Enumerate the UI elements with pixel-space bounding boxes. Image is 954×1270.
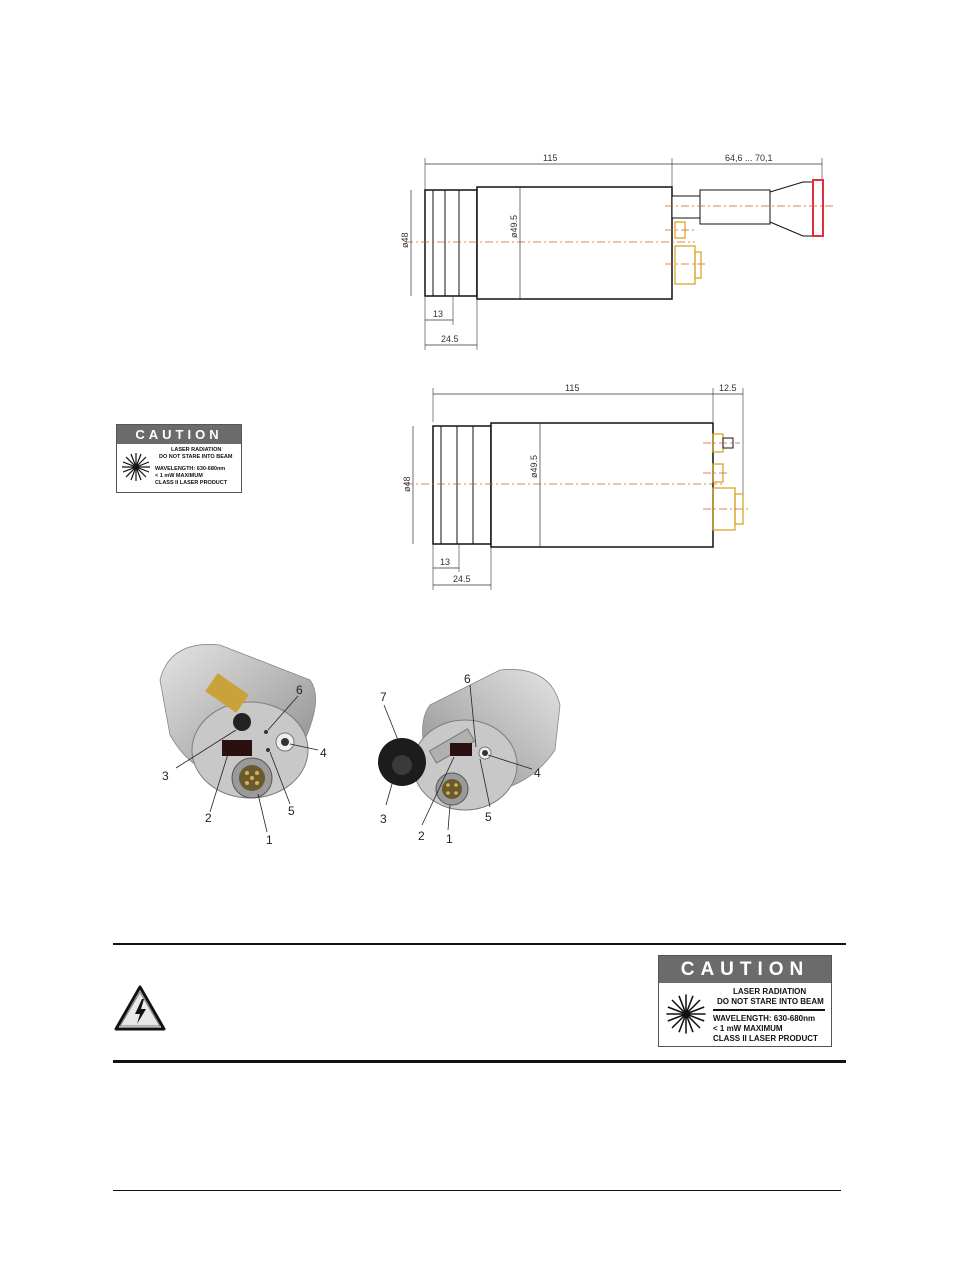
caution-line-4: < 1 mW MAXIMUM (713, 1024, 783, 1033)
dim-13: 13 (440, 557, 450, 567)
warning-box-bottom-rule (113, 1060, 846, 1063)
dim-length: 115 (543, 153, 557, 163)
callout-1: 1 (266, 833, 273, 847)
caution-line-3: WAVELENGTH: 630-680nm (155, 466, 226, 472)
dim-24-5: 24.5 (453, 574, 471, 584)
technical-drawing-with-adapter: 115 64,6 ... 70,1 ø48 ø49.5 (395, 150, 840, 360)
callout-4: 4 (320, 746, 327, 760)
caution-line-1: LASER RADIATION (171, 447, 222, 453)
callout-3: 3 (380, 812, 387, 826)
laser-burst-icon (666, 994, 706, 1034)
caution-line-5: CLASS II LASER PRODUCT (155, 480, 228, 486)
electrical-hazard-warning-icon (114, 985, 166, 1031)
callout-3: 3 (162, 769, 169, 783)
callout-6: 6 (464, 672, 471, 686)
callout-1: 1 (446, 832, 453, 846)
callout-2: 2 (205, 811, 212, 825)
caution-line-4: < 1 mW MAXIMUM (155, 473, 203, 479)
dim-diameter-front: ø48 (400, 232, 410, 248)
callout-5: 5 (288, 804, 295, 818)
dim-diameter-front: ø48 (402, 476, 412, 492)
callout-2: 2 (418, 829, 425, 843)
technical-drawing-standard: 115 12.5 ø48 ø49.5 13 24.5 (395, 380, 790, 592)
callout-4: 4 (534, 766, 541, 780)
warning-box-top-rule (113, 943, 846, 945)
dim-diameter-body: ø49.5 (529, 455, 539, 478)
caution-line-5: CLASS II LASER PRODUCT (713, 1034, 818, 1043)
device-photo-standard: 1 2 3 4 5 6 (150, 640, 340, 850)
caution-label-small: CAUTION LASER RADIATION DO NOT STARE INT… (116, 424, 242, 493)
caution-divider (713, 1009, 825, 1011)
dim-diameter-body: ø49.5 (509, 215, 519, 238)
dim-13: 13 (433, 309, 443, 319)
dim-length: 115 (565, 383, 579, 393)
caution-line-2: DO NOT STARE INTO BEAM (717, 997, 824, 1006)
caution-heading: CAUTION (117, 425, 241, 444)
laser-burst-icon (122, 453, 150, 481)
device-photo-with-adapter: 1 2 3 4 5 6 7 (370, 665, 570, 850)
dim-extension: 64,6 ... 70,1 (725, 153, 773, 163)
caution-label-large: CAUTION LASER RADIATION DO NOT STARE INT… (658, 955, 832, 1047)
dim-24-5: 24.5 (441, 334, 459, 344)
callout-6: 6 (296, 683, 303, 697)
page-footer-rule (113, 1190, 841, 1191)
dim-extension: 12.5 (719, 383, 737, 393)
caution-heading: CAUTION (659, 956, 831, 983)
caution-line-1: LASER RADIATION (733, 987, 807, 996)
callout-7: 7 (380, 690, 387, 704)
callout-5: 5 (485, 810, 492, 824)
caution-line-3: WAVELENGTH: 630-680nm (713, 1014, 816, 1023)
caution-line-2: DO NOT STARE INTO BEAM (159, 454, 233, 460)
